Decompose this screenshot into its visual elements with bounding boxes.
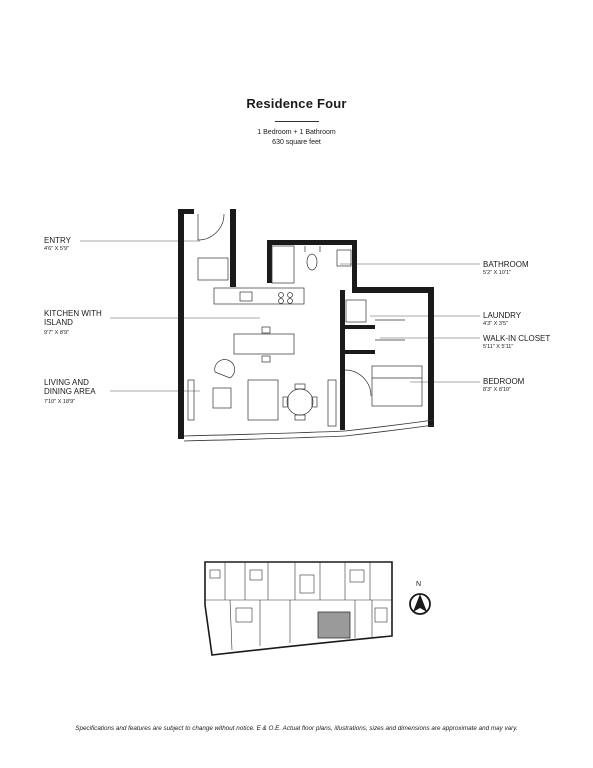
label-kitchen: KITCHEN WITH ISLAND: [44, 309, 102, 327]
coffee-table: [247, 379, 279, 421]
walls: [178, 209, 434, 439]
unit-type: 1 Bedroom + 1 Bathroom: [257, 129, 336, 136]
armchair: [214, 359, 236, 379]
dims-bathroom: 5'2" X 10'1": [483, 270, 512, 276]
kitchen-island: [233, 333, 295, 355]
dims-kitchen: 9'7" X 8'9": [44, 330, 69, 336]
entry-closet: [197, 257, 229, 281]
bed: [371, 365, 423, 407]
label-bathroom: BATHROOM: [483, 260, 529, 269]
interior-fixtures: [187, 213, 423, 427]
windows: [183, 419, 435, 442]
entry-door-swing: [197, 213, 225, 241]
label-bedroom: BEDROOM: [483, 377, 525, 386]
dining-table: [286, 388, 314, 416]
disclaimer: Specifications and features are subject …: [75, 725, 518, 732]
leader-lines: [80, 240, 480, 392]
key-plan: [204, 561, 393, 656]
vanity: [336, 249, 352, 267]
label-laundry: LAUNDRY: [483, 311, 522, 320]
bathtub: [271, 245, 295, 284]
unit-highlight: [317, 611, 351, 639]
dims-entry: 4'6" X 5'9": [44, 246, 69, 252]
compass-icon: [409, 593, 431, 615]
title-divider: [275, 121, 319, 122]
washer: [345, 299, 367, 323]
unit-area: 630 square feet: [272, 139, 321, 146]
toilet: [306, 253, 318, 271]
compass-label: N: [416, 581, 422, 588]
label-entry: ENTRY: [44, 236, 71, 245]
dims-living: 7'10" X 18'9": [44, 399, 76, 405]
kitchen-counter: [213, 287, 305, 305]
dims-bedroom: 8'3" X 8'10": [483, 387, 512, 393]
sideboard: [327, 379, 337, 427]
bedroom-door-swing: [344, 369, 372, 397]
media-unit: [187, 379, 195, 421]
label-living: LIVING AND DINING AREA: [44, 378, 96, 396]
residence-title: Residence Four: [246, 96, 347, 111]
label-closet: WALK-IN CLOSET: [483, 334, 551, 343]
side-table: [212, 387, 232, 409]
dims-laundry: 4'3" X 3'5": [483, 321, 508, 327]
wall-west: [178, 209, 184, 439]
dims-closet: 5'11" X 5'11": [483, 344, 514, 350]
